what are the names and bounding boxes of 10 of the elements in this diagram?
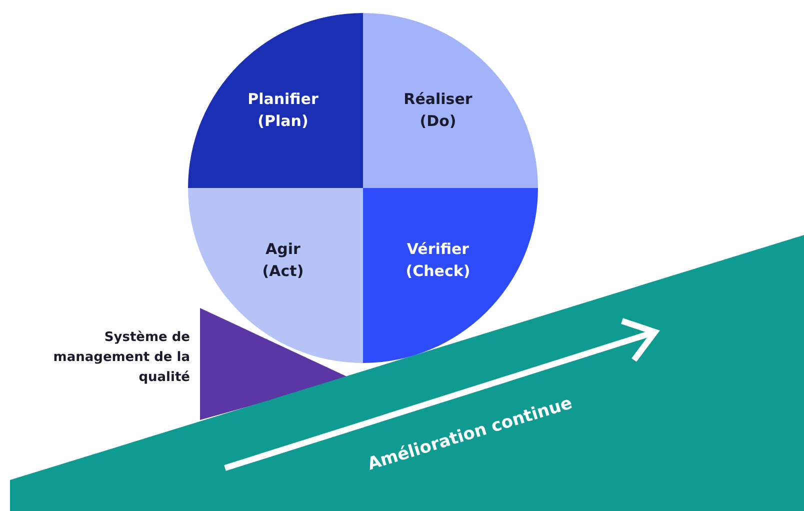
quadrant-segment (363, 188, 538, 363)
system-caption: Système de management de la qualité (52, 329, 190, 387)
quadrant-segment (188, 13, 363, 188)
quadrant-segment (363, 13, 538, 188)
quadrant-segment (188, 188, 363, 363)
quadrant-label: Agir (Act) (261, 239, 305, 282)
quadrant-label: Réaliser (Do) (402, 89, 474, 132)
slope-band (10, 235, 804, 511)
quadrant-label: Vérifier (Check) (404, 239, 472, 282)
quadrant-label: Planifier (Plan) (246, 89, 320, 132)
